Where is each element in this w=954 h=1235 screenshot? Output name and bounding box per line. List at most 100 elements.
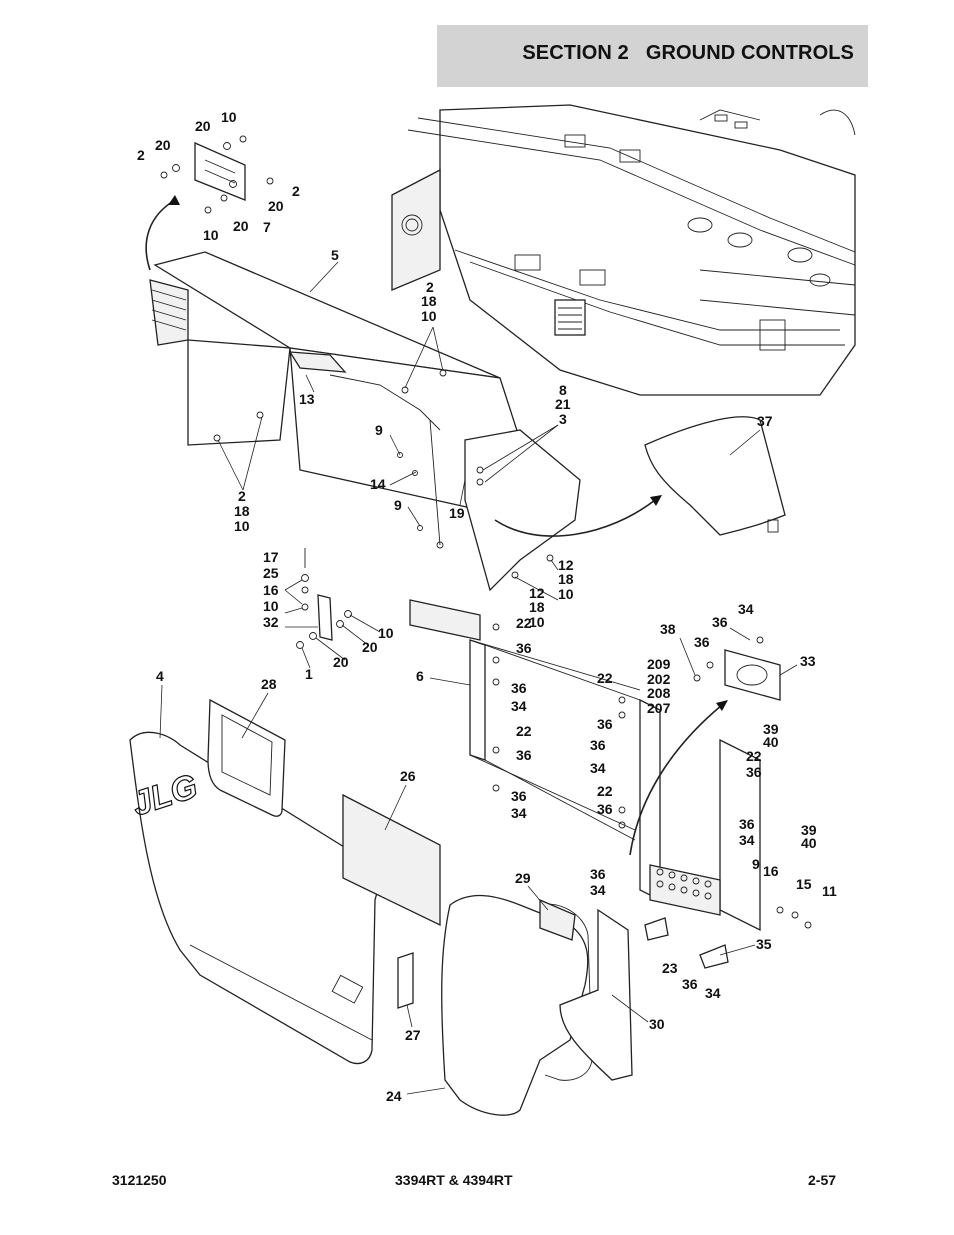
callout: 35 <box>756 936 772 952</box>
callout: 3 <box>559 411 567 427</box>
callout: 20 <box>155 137 171 153</box>
callout: 7 <box>263 219 271 235</box>
callout: 9 <box>375 422 383 438</box>
callout: 37 <box>757 413 773 429</box>
window-parts <box>207 698 441 1009</box>
callout: 24 <box>386 1088 402 1104</box>
callout: 26 <box>400 768 416 784</box>
callout: 22 <box>597 783 613 799</box>
callout: 10 <box>263 598 279 614</box>
callout: 40 <box>801 835 817 851</box>
callout: 36 <box>516 747 532 763</box>
callout: 17 <box>263 549 279 565</box>
callout: 1 <box>305 666 313 682</box>
callout: 2 <box>238 488 246 504</box>
chassis-frame <box>391 104 856 396</box>
top-cover-assembly <box>149 251 581 592</box>
callout: 28 <box>261 676 277 692</box>
side-cover <box>129 731 379 1065</box>
section-name: GROUND CONTROLS <box>645 42 854 64</box>
callout: 36 <box>739 816 755 832</box>
callout: 34 <box>705 985 721 1001</box>
callout: 2 <box>426 279 434 295</box>
callout: 202 <box>647 671 671 687</box>
callout: 10 <box>529 614 545 630</box>
assembly-arrows <box>145 195 728 856</box>
callout: 208 <box>647 685 671 701</box>
callout: 36 <box>590 737 606 753</box>
callout: 23 <box>662 960 678 976</box>
callout: 29 <box>515 870 531 886</box>
section-number: SECTION 2 <box>522 42 629 64</box>
access-panel <box>644 416 786 536</box>
callout: 22 <box>516 723 532 739</box>
callout: 39 <box>801 822 817 838</box>
callout: 14 <box>370 476 386 492</box>
callout: 9 <box>752 856 760 872</box>
callout: 10 <box>421 308 437 324</box>
callout: 27 <box>405 1027 421 1043</box>
callout-labels: 20 10 20 2 2 20 10 20 7 5 2 18 10 13 8 2… <box>137 109 837 1104</box>
callout: 209 <box>647 656 671 672</box>
callout: 12 <box>558 557 574 573</box>
callout: 20 <box>333 654 349 670</box>
callout: 10 <box>558 586 574 602</box>
callout: 15 <box>796 876 812 892</box>
callout: 36 <box>590 866 606 882</box>
callout: 9 <box>394 497 402 513</box>
callout: 22 <box>746 748 762 764</box>
callout: 20 <box>362 639 378 655</box>
callout: 8 <box>559 382 567 398</box>
callout: 36 <box>694 634 710 650</box>
footer-page-number: 2-57 <box>808 1172 837 1188</box>
callout: 34 <box>511 698 527 714</box>
callout: 13 <box>299 391 315 407</box>
callout: 40 <box>763 734 779 750</box>
callout: 36 <box>597 716 613 732</box>
callout: 34 <box>590 760 606 776</box>
callout: 36 <box>682 976 698 992</box>
callout: 25 <box>263 565 279 581</box>
callout: 10 <box>378 625 394 641</box>
callout: 6 <box>416 668 424 684</box>
callout: 2 <box>137 147 145 163</box>
callout: 34 <box>738 601 754 617</box>
leader-lines <box>159 261 798 1095</box>
callout: 21 <box>555 396 571 412</box>
callout: 36 <box>746 764 762 780</box>
callout: 38 <box>660 621 676 637</box>
callout: 10 <box>203 227 219 243</box>
callout: 19 <box>449 505 465 521</box>
callout: 20 <box>195 118 211 134</box>
callout: 10 <box>234 518 250 534</box>
callout: 18 <box>421 293 437 309</box>
callout: 34 <box>511 805 527 821</box>
hinge-plate <box>296 548 352 649</box>
callout: 39 <box>763 721 779 737</box>
callout: 32 <box>263 614 279 630</box>
callout: 5 <box>331 247 339 263</box>
callout: 22 <box>516 615 532 631</box>
callout: 20 <box>268 198 284 214</box>
callout: 22 <box>597 670 613 686</box>
callout: 30 <box>649 1016 665 1032</box>
door-panel <box>441 894 633 1116</box>
section-title: SECTION 2 GROUND CONTROLS <box>522 42 854 65</box>
callout: 11 <box>822 883 837 899</box>
callout: 2 <box>292 183 300 199</box>
callout: 36 <box>712 614 728 630</box>
hinge-bracket <box>160 135 274 214</box>
callout: 18 <box>558 571 574 587</box>
callout: 16 <box>263 582 279 598</box>
callout: 18 <box>529 599 545 615</box>
callout: 36 <box>511 680 527 696</box>
callout: 34 <box>590 882 606 898</box>
callout: 207 <box>647 700 671 716</box>
callout: 36 <box>597 801 613 817</box>
callout: 18 <box>234 503 250 519</box>
footer-models: 3394RT & 4394RT <box>395 1172 513 1188</box>
callout: 33 <box>800 653 816 669</box>
step-frame <box>409 599 812 969</box>
callout: 36 <box>511 788 527 804</box>
footer-doc-number: 3121250 <box>112 1172 167 1188</box>
